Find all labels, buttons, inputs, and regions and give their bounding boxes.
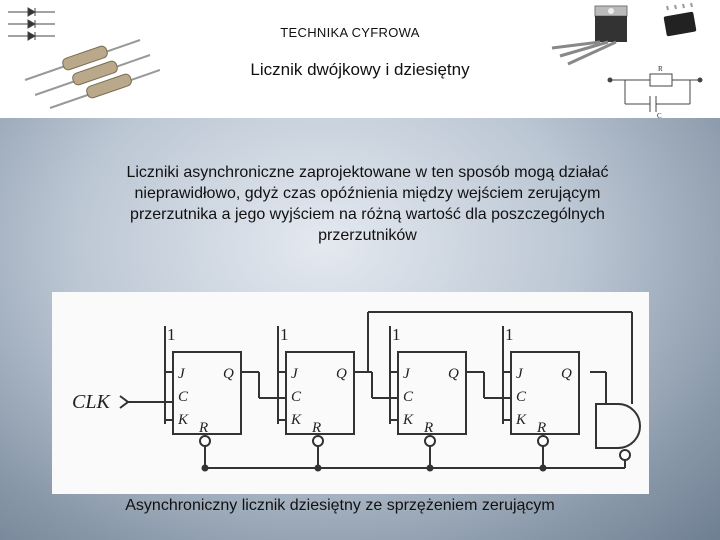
- rc-circuit-icon: [607, 73, 703, 112]
- pin-j-label: J: [178, 366, 186, 382]
- nand-gate-icon: [595, 403, 641, 449]
- pin-k-label: K: [515, 412, 527, 428]
- flip-flop-box: [285, 351, 355, 435]
- clk-label: CLK: [72, 391, 111, 413]
- junction-dot: [314, 464, 322, 472]
- flip-flop-box: [172, 351, 242, 435]
- slide-title: Licznik dwójkowy i dziesiętny: [250, 60, 470, 79]
- pin-r-label: R: [198, 420, 208, 436]
- reset-bubble-icon: [199, 435, 211, 447]
- pin-j-label: J: [516, 366, 524, 382]
- resistor-label: R: [658, 65, 663, 73]
- reset-bubble-icon: [537, 435, 549, 447]
- course-title: TECHNIKA CYFROWA: [280, 25, 420, 40]
- transistor-icon: [551, 5, 628, 66]
- reset-bubble-icon: [312, 435, 324, 447]
- junction-dot: [539, 464, 547, 472]
- components-image: R C: [551, 2, 703, 118]
- flip-flop-box: [510, 351, 580, 435]
- pin-k-label: K: [402, 412, 414, 428]
- slide-header: TECHNIKA CYFROWA Licznik dwójkowy i dzie…: [0, 0, 720, 118]
- pin-j-label: J: [403, 366, 411, 382]
- logic-high-label: 1: [392, 325, 401, 344]
- pin-r-label: R: [423, 420, 433, 436]
- pin-q-label: Q: [561, 366, 572, 382]
- logic-high-label: 1: [505, 325, 514, 344]
- junction-dot: [426, 464, 434, 472]
- capacitor-label: C: [657, 112, 662, 118]
- pin-c-label: C: [403, 389, 414, 405]
- pin-c-label: C: [178, 389, 189, 405]
- reset-bubble-icon: [424, 435, 436, 447]
- figure-caption: Asynchroniczny licznik dziesiętny ze spr…: [125, 497, 555, 514]
- logic-high-label: 1: [167, 325, 176, 344]
- junction-dot: [201, 464, 209, 472]
- pin-c-label: C: [291, 389, 302, 405]
- pin-q-label: Q: [336, 366, 347, 382]
- pin-q-label: Q: [223, 366, 234, 382]
- ic-chip-icon: [663, 2, 697, 37]
- pin-k-label: K: [290, 412, 302, 428]
- logic-high-label: 1: [280, 325, 289, 344]
- nand-bubble-icon: [619, 449, 631, 461]
- pin-r-label: R: [536, 420, 546, 436]
- pin-r-label: R: [311, 420, 321, 436]
- pin-q-label: Q: [448, 366, 459, 382]
- pin-c-label: C: [516, 389, 527, 405]
- clk-arrow-icon: [119, 395, 130, 409]
- body-paragraph: Liczniki asynchroniczne zaprojektowane w…: [126, 164, 609, 244]
- flip-flop-box: [397, 351, 467, 435]
- pin-k-label: K: [177, 412, 189, 428]
- resistors-diodes-image: [8, 7, 160, 109]
- pin-j-label: J: [291, 366, 299, 382]
